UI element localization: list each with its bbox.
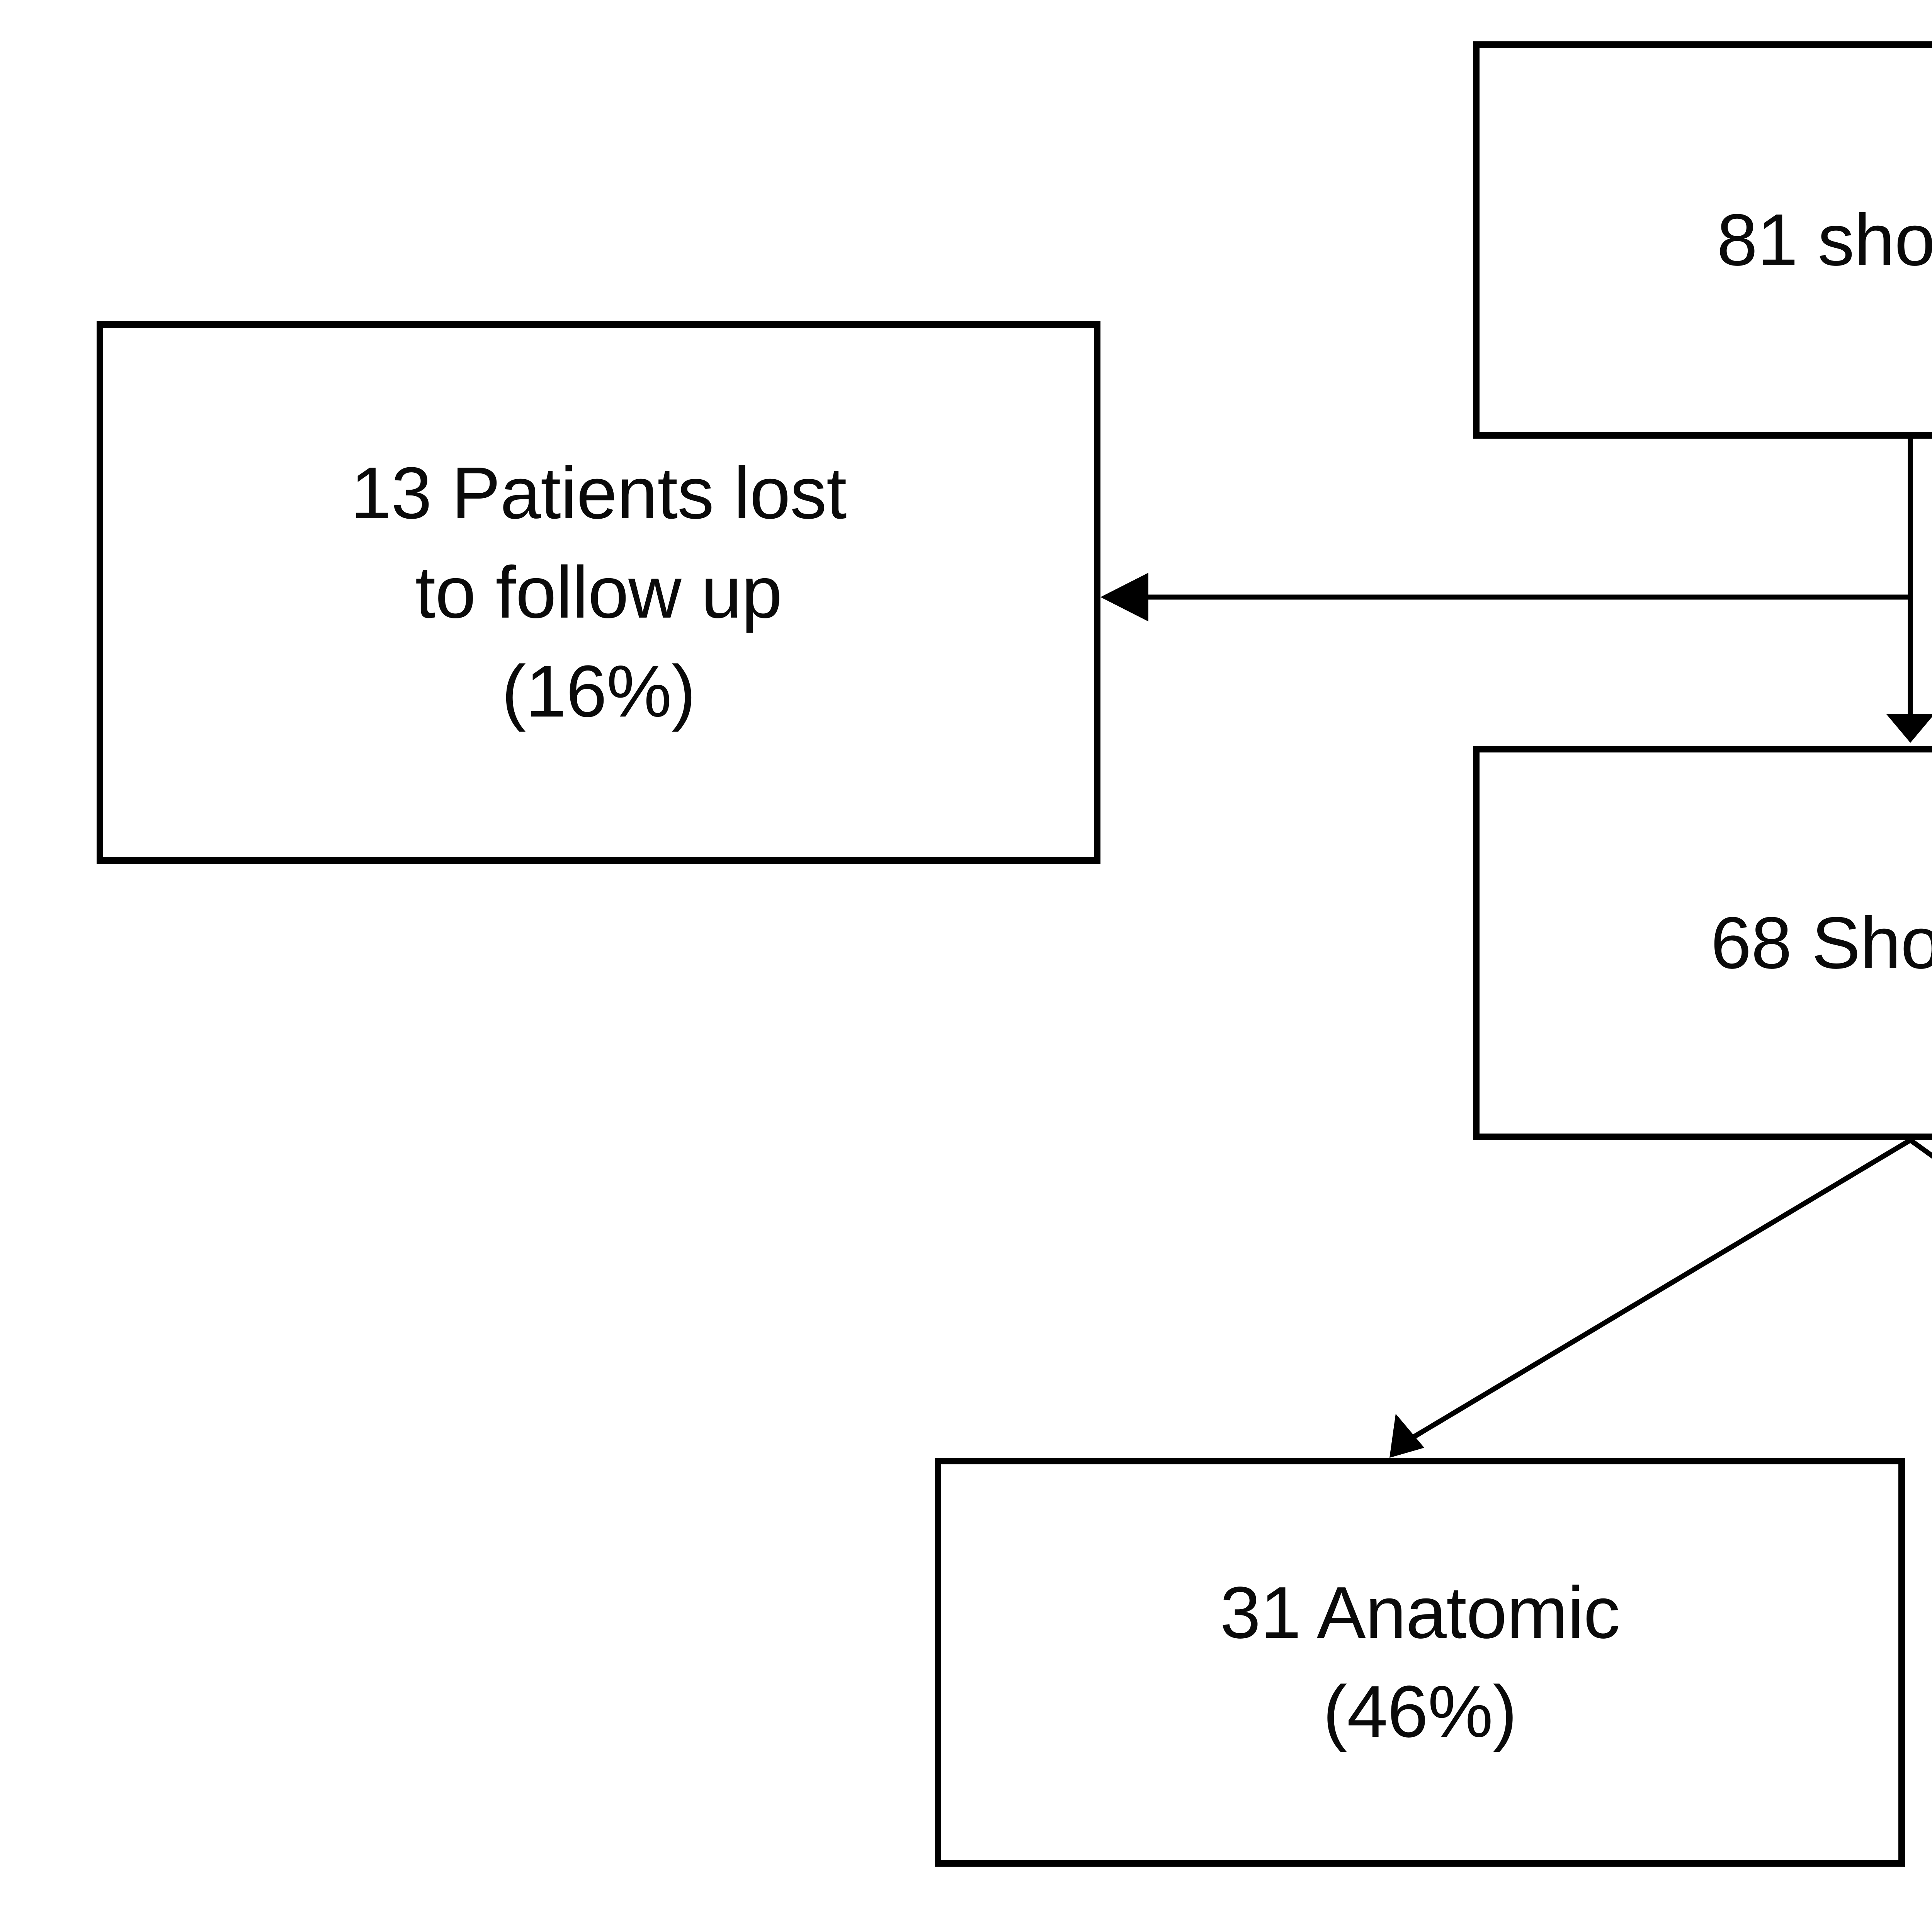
node-anatomic-line-1: 31 Anatomic bbox=[1220, 1571, 1620, 1654]
node-anatomic[interactable]: 31 Anatomic (46%) bbox=[935, 1458, 1905, 1867]
node-anatomic-line-2: (46%) bbox=[1323, 1671, 1517, 1753]
node-lost-to-followup-line-2: to follow up bbox=[415, 551, 782, 633]
node-followed-shoulders-line-1: 68 Shoulder bbox=[1711, 902, 1932, 984]
arrow-followed-to-reverse bbox=[1909, 1138, 1932, 1159]
arrow-top-to-lost-followup bbox=[1100, 573, 1910, 621]
arrow-top-to-followed bbox=[1886, 439, 1932, 743]
node-followed-shoulders[interactable]: 68 Shoulder bbox=[1473, 746, 1932, 1140]
node-total-shoulders[interactable]: 81 shoulder bbox=[1473, 41, 1932, 439]
node-lost-to-followup-line-3: (16%) bbox=[502, 650, 696, 733]
node-lost-to-followup[interactable]: 13 Patients lost to follow up (16%) bbox=[97, 321, 1100, 864]
node-lost-to-followup-line-1: 13 Patients lost bbox=[350, 452, 847, 534]
arrow-followed-to-anatomic bbox=[1389, 1138, 1912, 1458]
node-total-shoulders-line-1: 81 shoulder bbox=[1717, 199, 1932, 281]
